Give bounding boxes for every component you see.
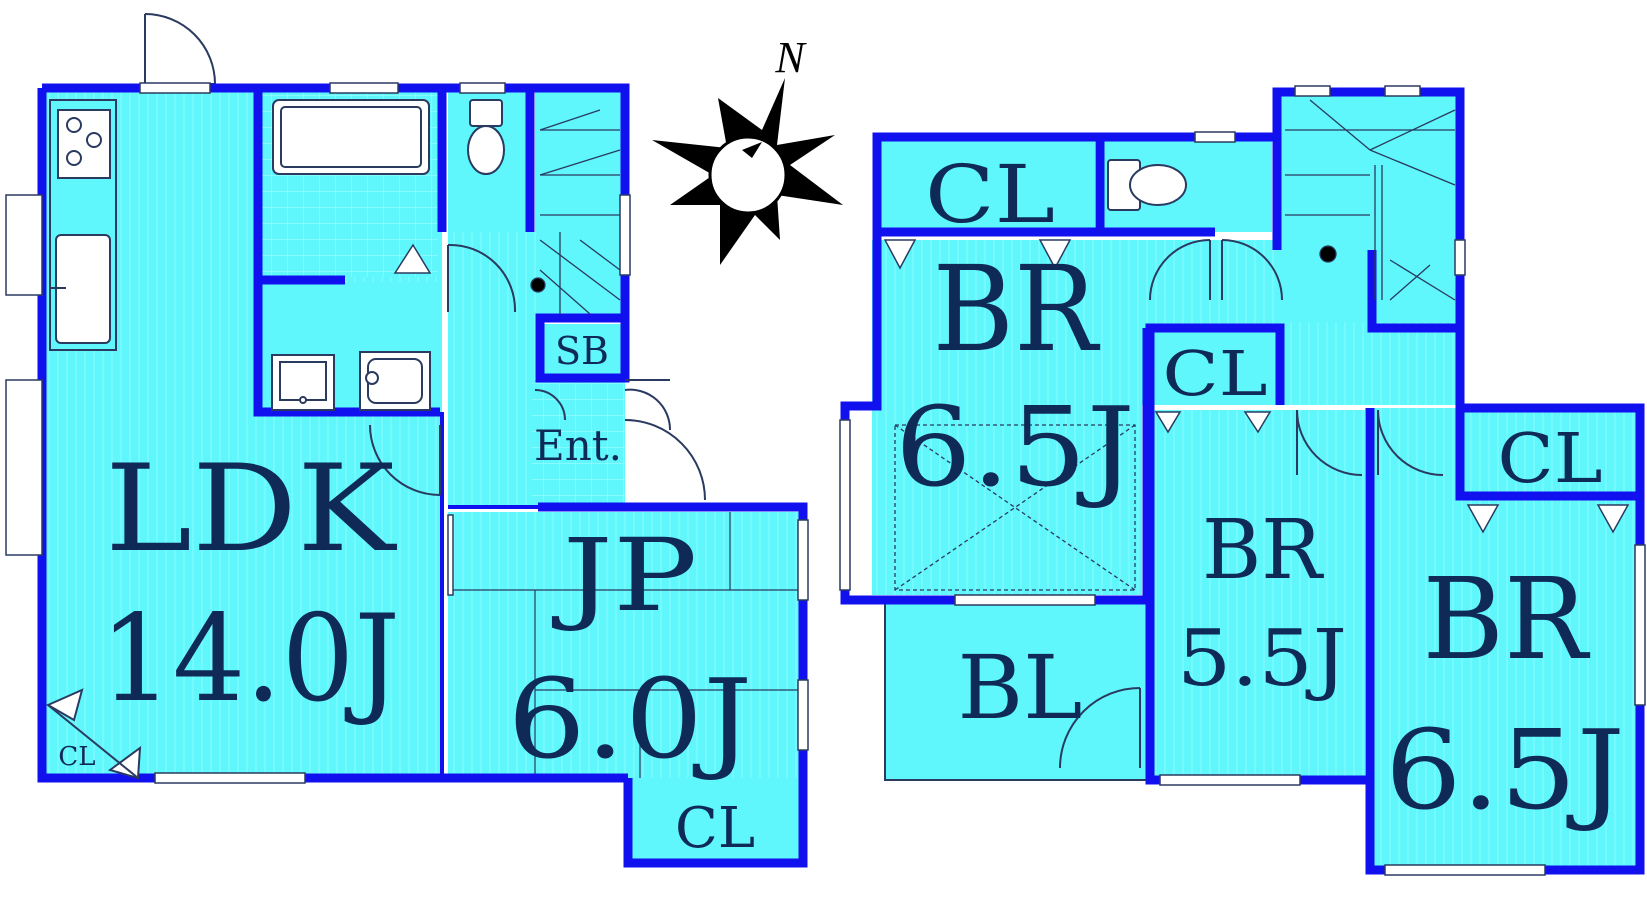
- first-floor: LDK 14.0J CL JP 6.0J CL SB Ent.: [5, 13, 809, 868]
- jp-size: 6.0J: [508, 655, 753, 783]
- bedroom-a-closet: [880, 140, 1095, 232]
- balcony-label: BL: [958, 636, 1083, 739]
- bedroom-c-closet-label: CL: [1498, 420, 1603, 499]
- toilet-icon: [467, 99, 505, 175]
- bedroom-c: [1370, 408, 1640, 868]
- washing-machine-icon: [359, 351, 431, 411]
- bedroom-b-closet: [1155, 330, 1275, 405]
- entrance-floor: [532, 380, 625, 505]
- shoe-box-label: SB: [555, 329, 609, 373]
- jp-closet-label: CL: [675, 796, 755, 861]
- kitchen: [49, 99, 117, 351]
- bedroom-a-size: 6.5J: [895, 383, 1135, 511]
- shoe-box: [540, 324, 625, 374]
- bedroom-b: [1150, 410, 1365, 780]
- balcony: [884, 599, 1148, 781]
- entrance-label: Ent.: [534, 421, 622, 470]
- bedroom-b-closet-label: CL: [1163, 337, 1268, 410]
- windows-1f: [5, 82, 809, 784]
- void-area: [894, 424, 1136, 591]
- bedroom-a: [872, 240, 1142, 595]
- bedroom-c-name: BR: [1423, 555, 1592, 685]
- doors-2f: [1059, 239, 1444, 769]
- bedroom-a-name: BR: [933, 240, 1101, 378]
- kitchen-stove-icon: [57, 109, 111, 179]
- ldk-name: LDK: [105, 440, 398, 579]
- ldk-closet-label: CL: [58, 742, 95, 772]
- bedroom-b-name: BR: [1202, 503, 1324, 598]
- toilet-icon-2f: [1107, 159, 1187, 211]
- bedroom-b-size: 5.5J: [1177, 614, 1347, 704]
- front-door-swing: [144, 13, 216, 85]
- jp-closet: [628, 778, 803, 863]
- bathtub-icon: [272, 99, 430, 175]
- tatami-lines: [448, 512, 803, 778]
- stairs-icon: [530, 109, 621, 315]
- japanese-room: [448, 512, 803, 778]
- hall: [448, 232, 538, 507]
- kitchen-sink-icon: [50, 234, 111, 344]
- bedroom-c-size: 6.5J: [1385, 706, 1625, 834]
- washbasin-icon: [271, 354, 335, 411]
- ldk-closet: [45, 688, 142, 780]
- bedroom-a-closet-label: CL: [925, 148, 1055, 241]
- compass-north-label: N: [774, 33, 807, 82]
- closet-markers: [883, 239, 1630, 534]
- sun-compass-icon: [652, 78, 843, 265]
- jp-name: JP: [551, 517, 697, 634]
- stairs-1f: [535, 92, 625, 314]
- second-floor: CL BR 6.5J CL BR 5.5J CL BR 6.5J BL: [839, 85, 1646, 876]
- bath-door-marker: [393, 243, 432, 274]
- walls-1f-thin: [440, 412, 538, 778]
- windows-2f: [839, 85, 1646, 876]
- stairs-icon-2f: [1285, 99, 1456, 301]
- doors-1f: [369, 243, 706, 501]
- ldk-size: 14.0J: [100, 590, 400, 729]
